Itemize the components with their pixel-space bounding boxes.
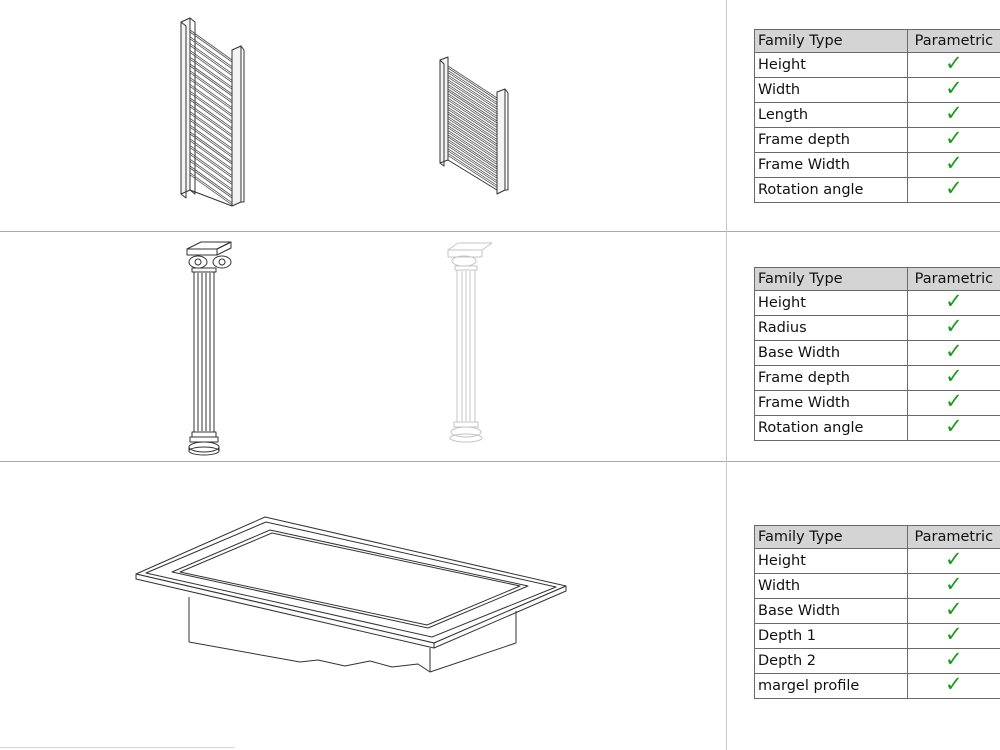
checkmark-icon: ✓ [945, 548, 963, 571]
parameter-table-shutter: Family Type Parametric Height✓Width✓Leng… [754, 29, 1000, 203]
parameter-label: Depth 2 [754, 648, 908, 674]
table-row: Rotation angle ✓ [754, 415, 1000, 441]
table-row: Length ✓ [754, 102, 1000, 128]
checkmark-icon: ✓ [945, 290, 963, 313]
parameter-label: Width [754, 573, 908, 599]
column-divider [726, 0, 727, 750]
bottom-edge-line [0, 747, 235, 748]
parameter-table-ceiling-panel: Family Type Parametric Height✓Width✓Base… [754, 525, 1000, 699]
parameter-label: Height [754, 548, 908, 574]
parameter-table-column: Family Type Parametric Height✓Radius✓Bas… [754, 267, 1000, 441]
header-family-type: Family Type [754, 267, 908, 291]
parameter-label: Base Width [754, 340, 908, 366]
table-row: Frame Width ✓ [754, 152, 1000, 178]
checkmark-icon: ✓ [945, 573, 963, 596]
checkmark-icon: ✓ [945, 77, 963, 100]
parameter-label: Rotation angle [754, 177, 908, 203]
parameter-label: margel profile [754, 673, 908, 699]
parameter-label: Width [754, 77, 908, 103]
table-row: Rotation angle ✓ [754, 177, 1000, 203]
table-row: Base Width ✓ [754, 598, 1000, 624]
table-row: Depth 1 ✓ [754, 623, 1000, 649]
louvered-shutter-short [439, 56, 509, 195]
checkmark-icon: ✓ [945, 390, 963, 413]
table-row: Width ✓ [754, 573, 1000, 599]
row-divider-1 [0, 231, 1000, 232]
parameter-label: Height [754, 52, 908, 78]
table-row: Frame depth ✓ [754, 127, 1000, 153]
checkmark-icon: ✓ [945, 365, 963, 388]
row-divider-2 [0, 461, 1000, 462]
checkmark-icon: ✓ [945, 673, 963, 696]
checkmark-icon: ✓ [945, 152, 963, 175]
coffered-ceiling-panel [135, 516, 567, 673]
table-row: Base Width ✓ [754, 340, 1000, 366]
table-row: Height ✓ [754, 548, 1000, 574]
table-row: Frame depth ✓ [754, 365, 1000, 391]
parameter-label: Frame Width [754, 390, 908, 416]
table-header-row: Family Type Parametric [754, 525, 1000, 549]
drawings-canvas [135, 17, 567, 673]
header-parametric: Parametric [906, 267, 1000, 291]
parameter-label: Frame depth [754, 365, 908, 391]
table-row: margel profile ✓ [754, 673, 1000, 699]
table-row: Height ✓ [754, 290, 1000, 316]
table-row: Frame Width ✓ [754, 390, 1000, 416]
parameter-label: Length [754, 102, 908, 128]
checkmark-icon: ✓ [945, 102, 963, 125]
parameter-label: Base Width [754, 598, 908, 624]
checkmark-icon: ✓ [945, 598, 963, 621]
header-parametric: Parametric [906, 29, 1000, 53]
table-header-row: Family Type Parametric [754, 29, 1000, 53]
table-header-row: Family Type Parametric [754, 267, 1000, 291]
checkmark-icon: ✓ [945, 648, 963, 671]
parameter-label: Frame Width [754, 152, 908, 178]
table-row: Radius ✓ [754, 315, 1000, 341]
header-family-type: Family Type [754, 525, 908, 549]
checkmark-icon: ✓ [945, 623, 963, 646]
header-family-type: Family Type [754, 29, 908, 53]
checkmark-icon: ✓ [945, 315, 963, 338]
ionic-column-faded [447, 242, 493, 443]
table-row: Height ✓ [754, 52, 1000, 78]
parameter-label: Radius [754, 315, 908, 341]
checkmark-icon: ✓ [945, 415, 963, 438]
parameter-label: Depth 1 [754, 623, 908, 649]
parameter-label: Rotation angle [754, 415, 908, 441]
parameter-label: Height [754, 290, 908, 316]
header-parametric: Parametric [906, 525, 1000, 549]
ionic-column [186, 241, 232, 456]
table-row: Width ✓ [754, 77, 1000, 103]
table-row: Depth 2 ✓ [754, 648, 1000, 674]
checkmark-icon: ✓ [945, 52, 963, 75]
checkmark-icon: ✓ [945, 177, 963, 200]
louvered-shutter-tall [180, 17, 245, 207]
checkmark-icon: ✓ [945, 340, 963, 363]
parameter-label: Frame depth [754, 127, 908, 153]
checkmark-icon: ✓ [945, 127, 963, 150]
